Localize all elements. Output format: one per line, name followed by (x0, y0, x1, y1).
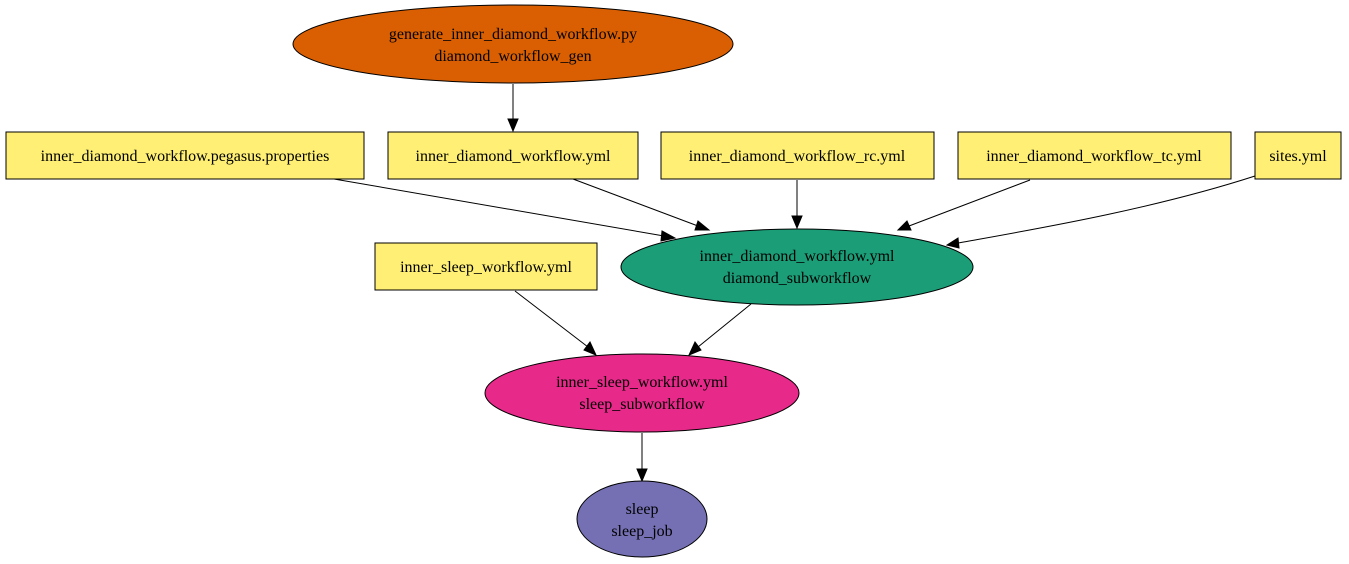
file-box (5, 131, 365, 180)
job-ellipse (576, 480, 708, 558)
node-sleep-yml-file[interactable]: inner_sleep_workflow.yml (374, 242, 598, 291)
node-tc-file[interactable]: inner_diamond_workflow_tc.yml (957, 131, 1232, 180)
arrowhead (507, 118, 519, 133)
generator-ellipse (292, 4, 734, 84)
node-label-line1: sleep (626, 501, 659, 518)
node-generator[interactable]: generate_inner_diamond_workflow.py diamo… (292, 4, 734, 84)
arrowhead (660, 230, 677, 242)
node-diamond-subworkflow[interactable]: inner_diamond_workflow.yml diamond_subwo… (620, 228, 974, 306)
node-label-line1: generate_inner_diamond_workflow.py (389, 26, 637, 43)
node-sites-file[interactable]: sites.yml (1254, 131, 1342, 180)
arrowhead (945, 237, 960, 249)
arrowhead (694, 220, 711, 231)
node-sleep-subworkflow[interactable]: inner_sleep_workflow.yml sleep_subworkfl… (484, 353, 800, 433)
node-label-line2: sleep_subworkflow (579, 396, 705, 413)
node-label-line2: diamond_workflow_gen (434, 48, 591, 65)
edges (333, 84, 1256, 483)
node-label: inner_diamond_workflow.pegasus.propertie… (41, 148, 330, 165)
node-label: inner_diamond_workflow_rc.yml (689, 148, 906, 165)
arrowhead (791, 215, 803, 230)
edge-properties-to-diamond-subworkflow (333, 178, 665, 237)
arrowhead (636, 468, 648, 483)
file-box (387, 131, 639, 180)
file-box (660, 131, 935, 180)
edge-sleep-yml-to-sleep-subworkflow (514, 290, 589, 348)
edge-sites-to-diamond-subworkflow (957, 175, 1256, 244)
node-label: sites.yml (1269, 148, 1327, 165)
node-rc-file[interactable]: inner_diamond_workflow_rc.yml (660, 131, 935, 180)
node-label: inner_diamond_workflow.yml (416, 148, 611, 165)
node-label-line2: diamond_subworkflow (723, 270, 872, 287)
node-sleep-job[interactable]: sleep sleep_job (576, 480, 708, 558)
node-label: inner_diamond_workflow_tc.yml (986, 148, 1202, 165)
file-box (374, 242, 598, 291)
subworkflow-ellipse (620, 228, 974, 306)
arrowhead (688, 341, 702, 356)
node-label-line1: inner_sleep_workflow.yml (556, 374, 728, 391)
arrowhead (896, 220, 912, 231)
node-label-line2: sleep_job (611, 523, 672, 540)
node-label-line1: inner_diamond_workflow.yml (700, 248, 895, 265)
file-box (957, 131, 1232, 180)
node-workflow-yml-file[interactable]: inner_diamond_workflow.yml (387, 131, 639, 180)
edge-tc-to-diamond-subworkflow (908, 179, 1031, 227)
subworkflow-ellipse (484, 353, 800, 433)
edge-workflow-yml-to-diamond-subworkflow (572, 178, 699, 227)
file-box (1254, 131, 1342, 180)
node-label: inner_sleep_workflow.yml (400, 259, 572, 276)
arrowhead (583, 341, 597, 356)
edge-diamond-subworkflow-to-sleep-subworkflow (697, 303, 752, 348)
node-properties-file[interactable]: inner_diamond_workflow.pegasus.propertie… (5, 131, 365, 180)
